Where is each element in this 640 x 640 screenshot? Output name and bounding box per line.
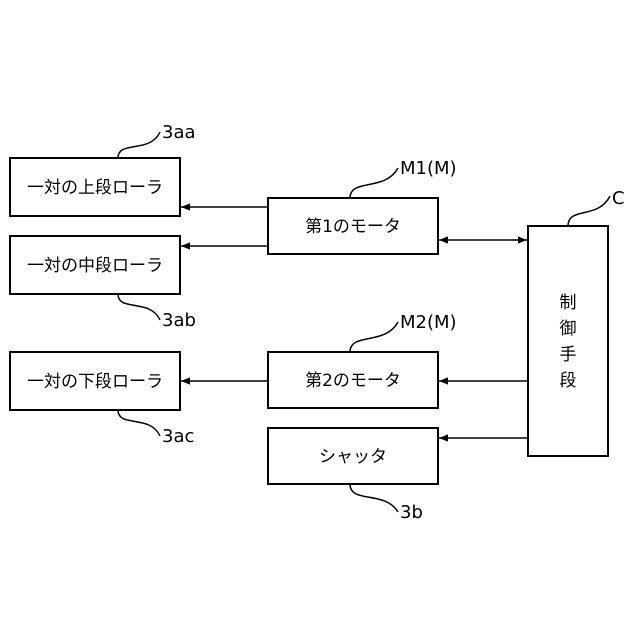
shutter-leader — [350, 484, 398, 512]
lower-roller-label: 一対の下段ローラ — [27, 372, 163, 392]
first-motor-leader — [350, 168, 398, 198]
shutter-ref: 3b — [400, 502, 423, 523]
lower-roller-leader — [118, 410, 160, 436]
middle-roller-ref: 3ab — [162, 310, 196, 331]
middle-roller-block: 一対の中段ローラ — [10, 236, 180, 294]
upper-roller-leader — [118, 132, 160, 158]
upper-roller-block: 一対の上段ローラ — [10, 158, 180, 216]
first-motor-block: 第1のモータ — [268, 198, 438, 254]
first-motor-ref: M1(M) — [400, 158, 457, 179]
shutter-block: シャッタ — [268, 428, 438, 484]
lower-roller-ref: 3ac — [162, 426, 194, 447]
middle-roller-label: 一対の中段ローラ — [27, 256, 163, 276]
second-motor-label: 第2のモータ — [305, 371, 401, 391]
control-char-2: 御 — [560, 319, 577, 339]
second-motor-block: 第2のモータ — [268, 352, 438, 408]
control-char-3: 手 — [560, 345, 577, 365]
second-motor-leader — [350, 322, 398, 352]
lower-roller-block: 一対の下段ローラ — [10, 352, 180, 410]
control-char-4: 段 — [560, 371, 577, 391]
second-motor-ref: M2(M) — [400, 312, 457, 333]
upper-roller-label: 一対の上段ローラ — [27, 178, 163, 198]
first-motor-label: 第1のモータ — [305, 217, 401, 237]
upper-roller-ref: 3aa — [162, 122, 196, 143]
shutter-label: シャッタ — [319, 447, 387, 467]
control-char-1: 制 — [560, 293, 577, 313]
control-ref: C — [612, 188, 625, 209]
control-leader — [568, 196, 610, 226]
control-block: 制 御 手 段 — [528, 226, 608, 456]
middle-roller-leader — [118, 294, 160, 320]
